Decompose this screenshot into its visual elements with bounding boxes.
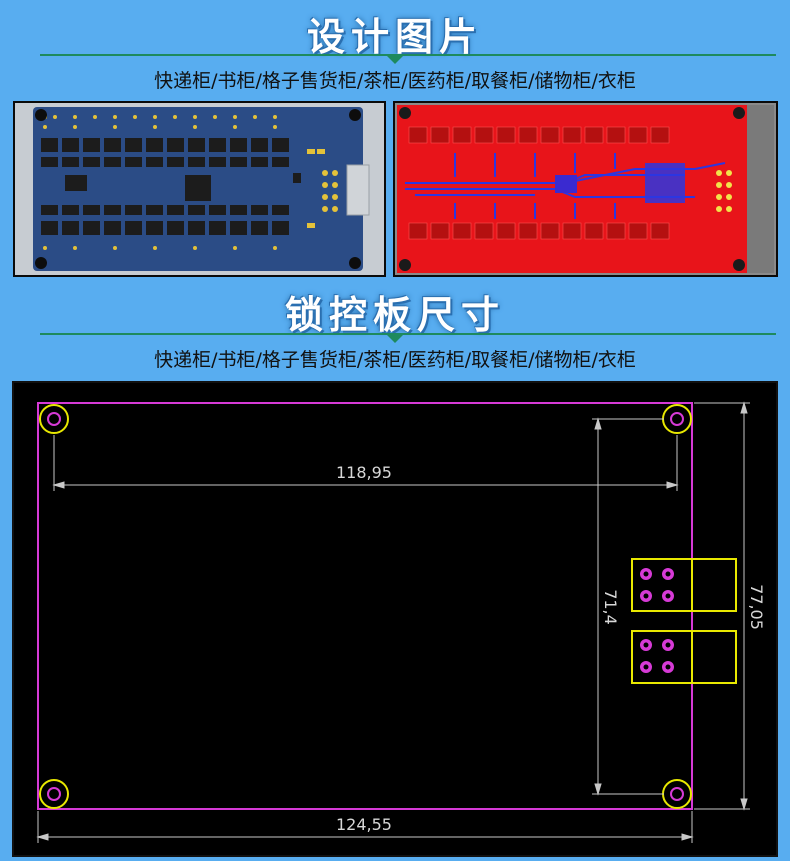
board-size-title: 锁控板尺寸 xyxy=(284,293,505,337)
connector-bottom-icon xyxy=(631,630,737,684)
divider-top xyxy=(40,54,776,56)
hole-spacing-y-label: 71,4 xyxy=(601,589,620,625)
board-height-label: 77,05 xyxy=(747,584,766,630)
mounting-hole-bottom-right-icon xyxy=(662,779,692,809)
cabinet-types-subtitle-2: 快递柜/书柜/格子售货柜/茶柜/医药柜/取餐柜/储物柜/衣柜 xyxy=(154,349,636,371)
pcb-3d-render-graphic xyxy=(15,103,384,275)
design-images-title: 设计图片 xyxy=(306,15,483,59)
mounting-hole-bottom-left-icon xyxy=(39,779,69,809)
cabinet-types-subtitle: 快递柜/书柜/格子售货柜/茶柜/医药柜/取餐柜/储物柜/衣柜 xyxy=(154,70,636,92)
board-width-label: 124,55 xyxy=(336,815,392,834)
divider-notch-icon xyxy=(387,56,403,64)
pcb-3d-render-image xyxy=(13,101,386,277)
dimension-drawing-graphic: 118,95 124,55 71,4 77,05 xyxy=(36,401,766,843)
pcb-layout-graphic xyxy=(395,103,776,275)
mounting-hole-top-right-icon xyxy=(662,404,692,434)
divider-bottom xyxy=(40,333,776,335)
divider-notch-icon xyxy=(387,335,403,343)
mounting-hole-top-left-icon xyxy=(39,404,69,434)
hole-spacing-x-label: 118,95 xyxy=(336,463,392,482)
pcb-layout-image xyxy=(393,101,778,277)
board-dimension-drawing: 118,95 124,55 71,4 77,05 xyxy=(12,381,778,857)
connector-top-icon xyxy=(631,558,737,612)
